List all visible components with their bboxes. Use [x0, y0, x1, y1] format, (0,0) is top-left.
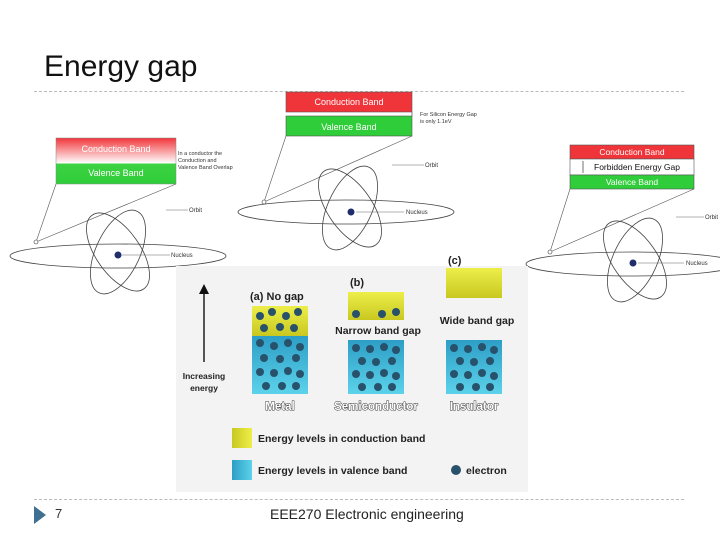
axis-label-line-2: energy	[190, 383, 218, 393]
axis-label-line-1: Increasing	[183, 371, 226, 381]
conductor-conduction-band-label: Conduction Band	[81, 144, 150, 154]
semi-note-line-2: is only 1.1eV	[420, 119, 452, 125]
conductor-note-line-2: Conduction and	[178, 158, 217, 164]
semi-valence-band-label: Valence Band	[321, 122, 376, 132]
slide-title: Energy gap	[44, 50, 198, 83]
conductor-valence-band-label: Valence Band	[88, 168, 143, 178]
semi-orbit	[237, 199, 455, 225]
legend-electron-dot	[451, 465, 461, 475]
semi-note-line-1: For Silicon Energy Gap	[420, 112, 477, 118]
band-diagram: Increasing energy (a) No gap Metal (b) N…	[176, 255, 528, 492]
metal-label: Metal	[265, 401, 294, 413]
ins-valence-band-label: Valence Band	[606, 177, 659, 187]
conductor-band-box	[55, 137, 177, 185]
title-divider	[34, 91, 684, 92]
legend-conduction-label: Energy levels in conduction band	[258, 433, 425, 445]
ins-valence-band-box	[569, 174, 695, 190]
ins-forbidden-gap-label: Forbidden Energy Gap	[594, 162, 680, 172]
conductor-note-line-3: Valence Band Overlap	[178, 165, 233, 171]
conductor-orbit	[9, 243, 227, 269]
wide-gap-label: Wide band gap	[440, 315, 515, 327]
semi-orbit-label: Orbit	[425, 163, 438, 169]
semi-nucleus-dot	[347, 208, 355, 216]
narrow-gap-label: Narrow band gap	[335, 325, 421, 337]
footer-text: EEE270 Electronic engineering	[270, 506, 464, 522]
insulator-electrons	[450, 343, 498, 391]
ins-nucleus-label: Nucleus	[686, 261, 708, 267]
ins-conduction-band-label: Conduction Band	[599, 147, 664, 157]
metal-electrons	[256, 308, 304, 390]
legend-conduction-swatch	[232, 428, 252, 448]
ins-orbit-label: Orbit	[705, 215, 718, 221]
conductor-nucleus-dot	[114, 251, 122, 259]
semi-valence-band-box	[285, 115, 413, 137]
semi-valence-electrons	[352, 343, 400, 391]
semi-conduction-band-label: Conduction Band	[314, 97, 383, 107]
conductor-nucleus-label: Nucleus	[171, 253, 193, 259]
semi-conduction-band-box	[285, 91, 413, 113]
insulator-label: Insulator	[450, 401, 499, 413]
footer-divider	[34, 499, 684, 500]
insulator-conduction-band	[446, 268, 502, 298]
ins-orbit	[525, 251, 720, 277]
atom-conductor: Conduction Band Valence Band In a conduc…	[9, 137, 233, 295]
page-number: 7	[55, 506, 63, 521]
panel-a-label: (a) No gap	[250, 291, 304, 303]
bullet-arrow-icon	[34, 506, 46, 524]
legend-electron-label: electron	[466, 465, 507, 477]
semi-conduction-electrons	[352, 308, 400, 318]
panel-b-label: (b)	[350, 277, 364, 289]
conductor-note-line-1: In a conductor the	[178, 151, 222, 157]
atom-insulator: Conduction Band Forbidden Energy Gap Val…	[525, 144, 720, 303]
panel-c-label: (c)	[448, 255, 462, 267]
semi-nucleus-label: Nucleus	[406, 210, 428, 216]
atom-semiconductor: Conduction Band Valence Band For Silicon…	[237, 91, 477, 251]
legend-valence-label: Energy levels in valence band	[258, 465, 407, 477]
ins-nucleus-dot	[629, 259, 637, 267]
conductor-orbit-label: Orbit	[189, 208, 202, 214]
semiconductor-label: Semiconductor	[334, 401, 418, 413]
legend-valence-swatch	[232, 460, 252, 480]
